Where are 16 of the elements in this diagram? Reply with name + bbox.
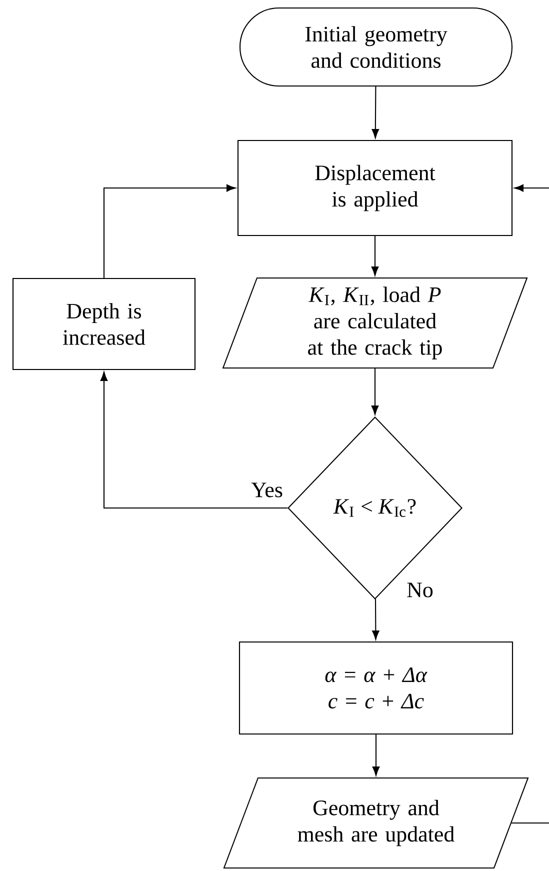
process-box: α = α + Δα c = c + Δc xyxy=(238,641,514,735)
arrow xyxy=(371,236,379,276)
start-terminal: Initial geometry and conditions xyxy=(239,7,513,87)
arrow xyxy=(372,734,380,776)
arrow xyxy=(103,184,236,278)
arrow xyxy=(372,86,380,138)
data-parallelogram: Geometry and mesh are updated xyxy=(223,777,529,869)
arrow xyxy=(100,372,288,509)
data-parallelogram: K$_{I}$, K$_{II}$, load P are calculated at the crack tip xyxy=(222,277,528,369)
arrow xyxy=(512,184,549,824)
process-box: Displacement is applied xyxy=(237,140,513,236)
process-box: Depth is increased xyxy=(12,278,196,370)
arrow xyxy=(372,599,380,640)
edge-label: Yes xyxy=(249,480,285,500)
edge-label: No xyxy=(404,580,436,600)
arrow xyxy=(371,368,379,415)
